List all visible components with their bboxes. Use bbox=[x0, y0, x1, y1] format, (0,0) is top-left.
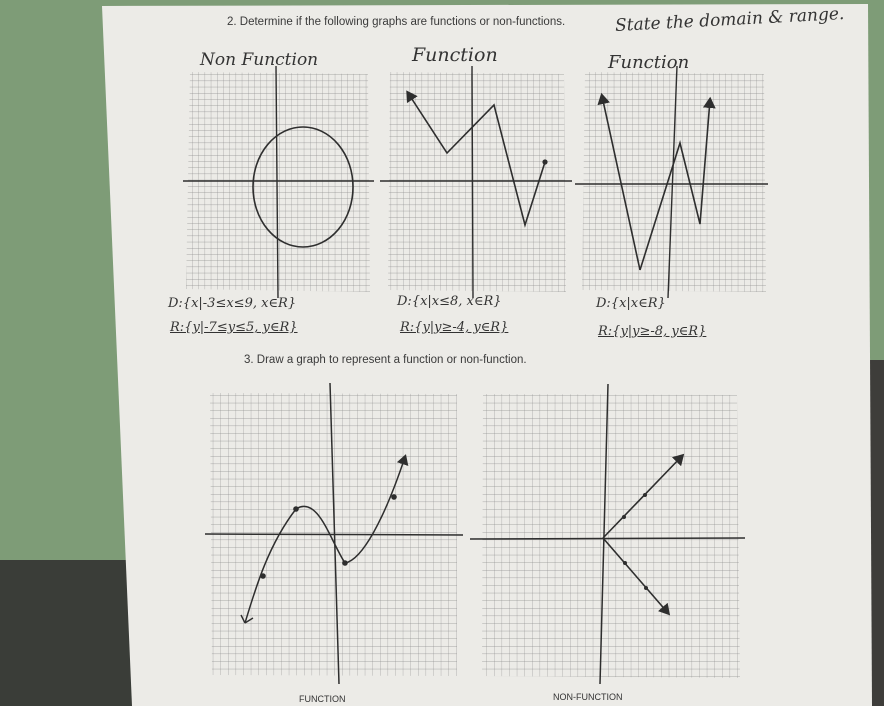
graph-1-nonfunction-circle bbox=[183, 65, 374, 299]
point-dot bbox=[623, 561, 627, 565]
circle-curve bbox=[252, 126, 354, 248]
graph-2-domain: D:{x|x≤8, x∈R} bbox=[397, 294, 502, 309]
y-axis bbox=[599, 383, 609, 685]
cubic-curve bbox=[244, 454, 409, 624]
graph-3-classification: Function bbox=[608, 52, 690, 73]
point-dot bbox=[643, 493, 647, 497]
zigzag-right-branch bbox=[639, 96, 716, 271]
graph-3-range: R:{y|y≥-8, y∈R} bbox=[598, 324, 707, 339]
graph-4-function-cubic bbox=[204, 382, 464, 685]
graph-5-caption: NON-FUNCTION bbox=[553, 692, 623, 702]
graph-grid bbox=[582, 72, 766, 292]
graph-3-function-zigzag bbox=[575, 65, 768, 299]
graph-1-range: R:{y|-7≤y≤5, y∈R} bbox=[170, 320, 298, 335]
point-dot bbox=[622, 515, 626, 519]
graph-grid bbox=[482, 394, 740, 678]
graph-2-range: R:{y|y≥-4, y∈R} bbox=[400, 320, 509, 335]
endpoint-dot bbox=[542, 159, 548, 165]
zigzag-left-branch bbox=[597, 92, 641, 271]
point-dot bbox=[293, 506, 299, 512]
piecewise-line bbox=[406, 90, 546, 228]
question-2-prompt: 2. Determine if the following graphs are… bbox=[227, 16, 566, 28]
graph-grid bbox=[388, 72, 566, 292]
graph-1-domain: D:{x|-3≤x≤9, x∈R} bbox=[168, 296, 297, 311]
y-axis bbox=[667, 65, 678, 299]
point-dot bbox=[342, 560, 348, 566]
y-axis bbox=[329, 382, 340, 685]
x-axis bbox=[469, 537, 746, 540]
point-dot bbox=[391, 494, 397, 500]
graph-2-classification: Function bbox=[412, 44, 498, 66]
lower-ray bbox=[602, 537, 671, 616]
graph-5-nonfunction-rays bbox=[469, 383, 746, 685]
graph-1-classification: Non Function bbox=[200, 50, 319, 70]
graph-4-caption: FUNCTION bbox=[299, 694, 346, 704]
graph-grid bbox=[186, 72, 370, 292]
background-dark-corner bbox=[0, 560, 140, 706]
graph-3-domain: D:{x|x∈R} bbox=[596, 296, 666, 311]
question-3-prompt: 3. Draw a graph to represent a function … bbox=[244, 354, 527, 366]
y-axis bbox=[275, 65, 279, 299]
point-dot bbox=[644, 586, 648, 590]
point-dot bbox=[260, 573, 266, 579]
arrow-tail bbox=[240, 614, 254, 624]
upper-ray bbox=[602, 453, 685, 539]
y-axis bbox=[471, 65, 474, 299]
graph-2-function-piecewise bbox=[380, 65, 572, 299]
